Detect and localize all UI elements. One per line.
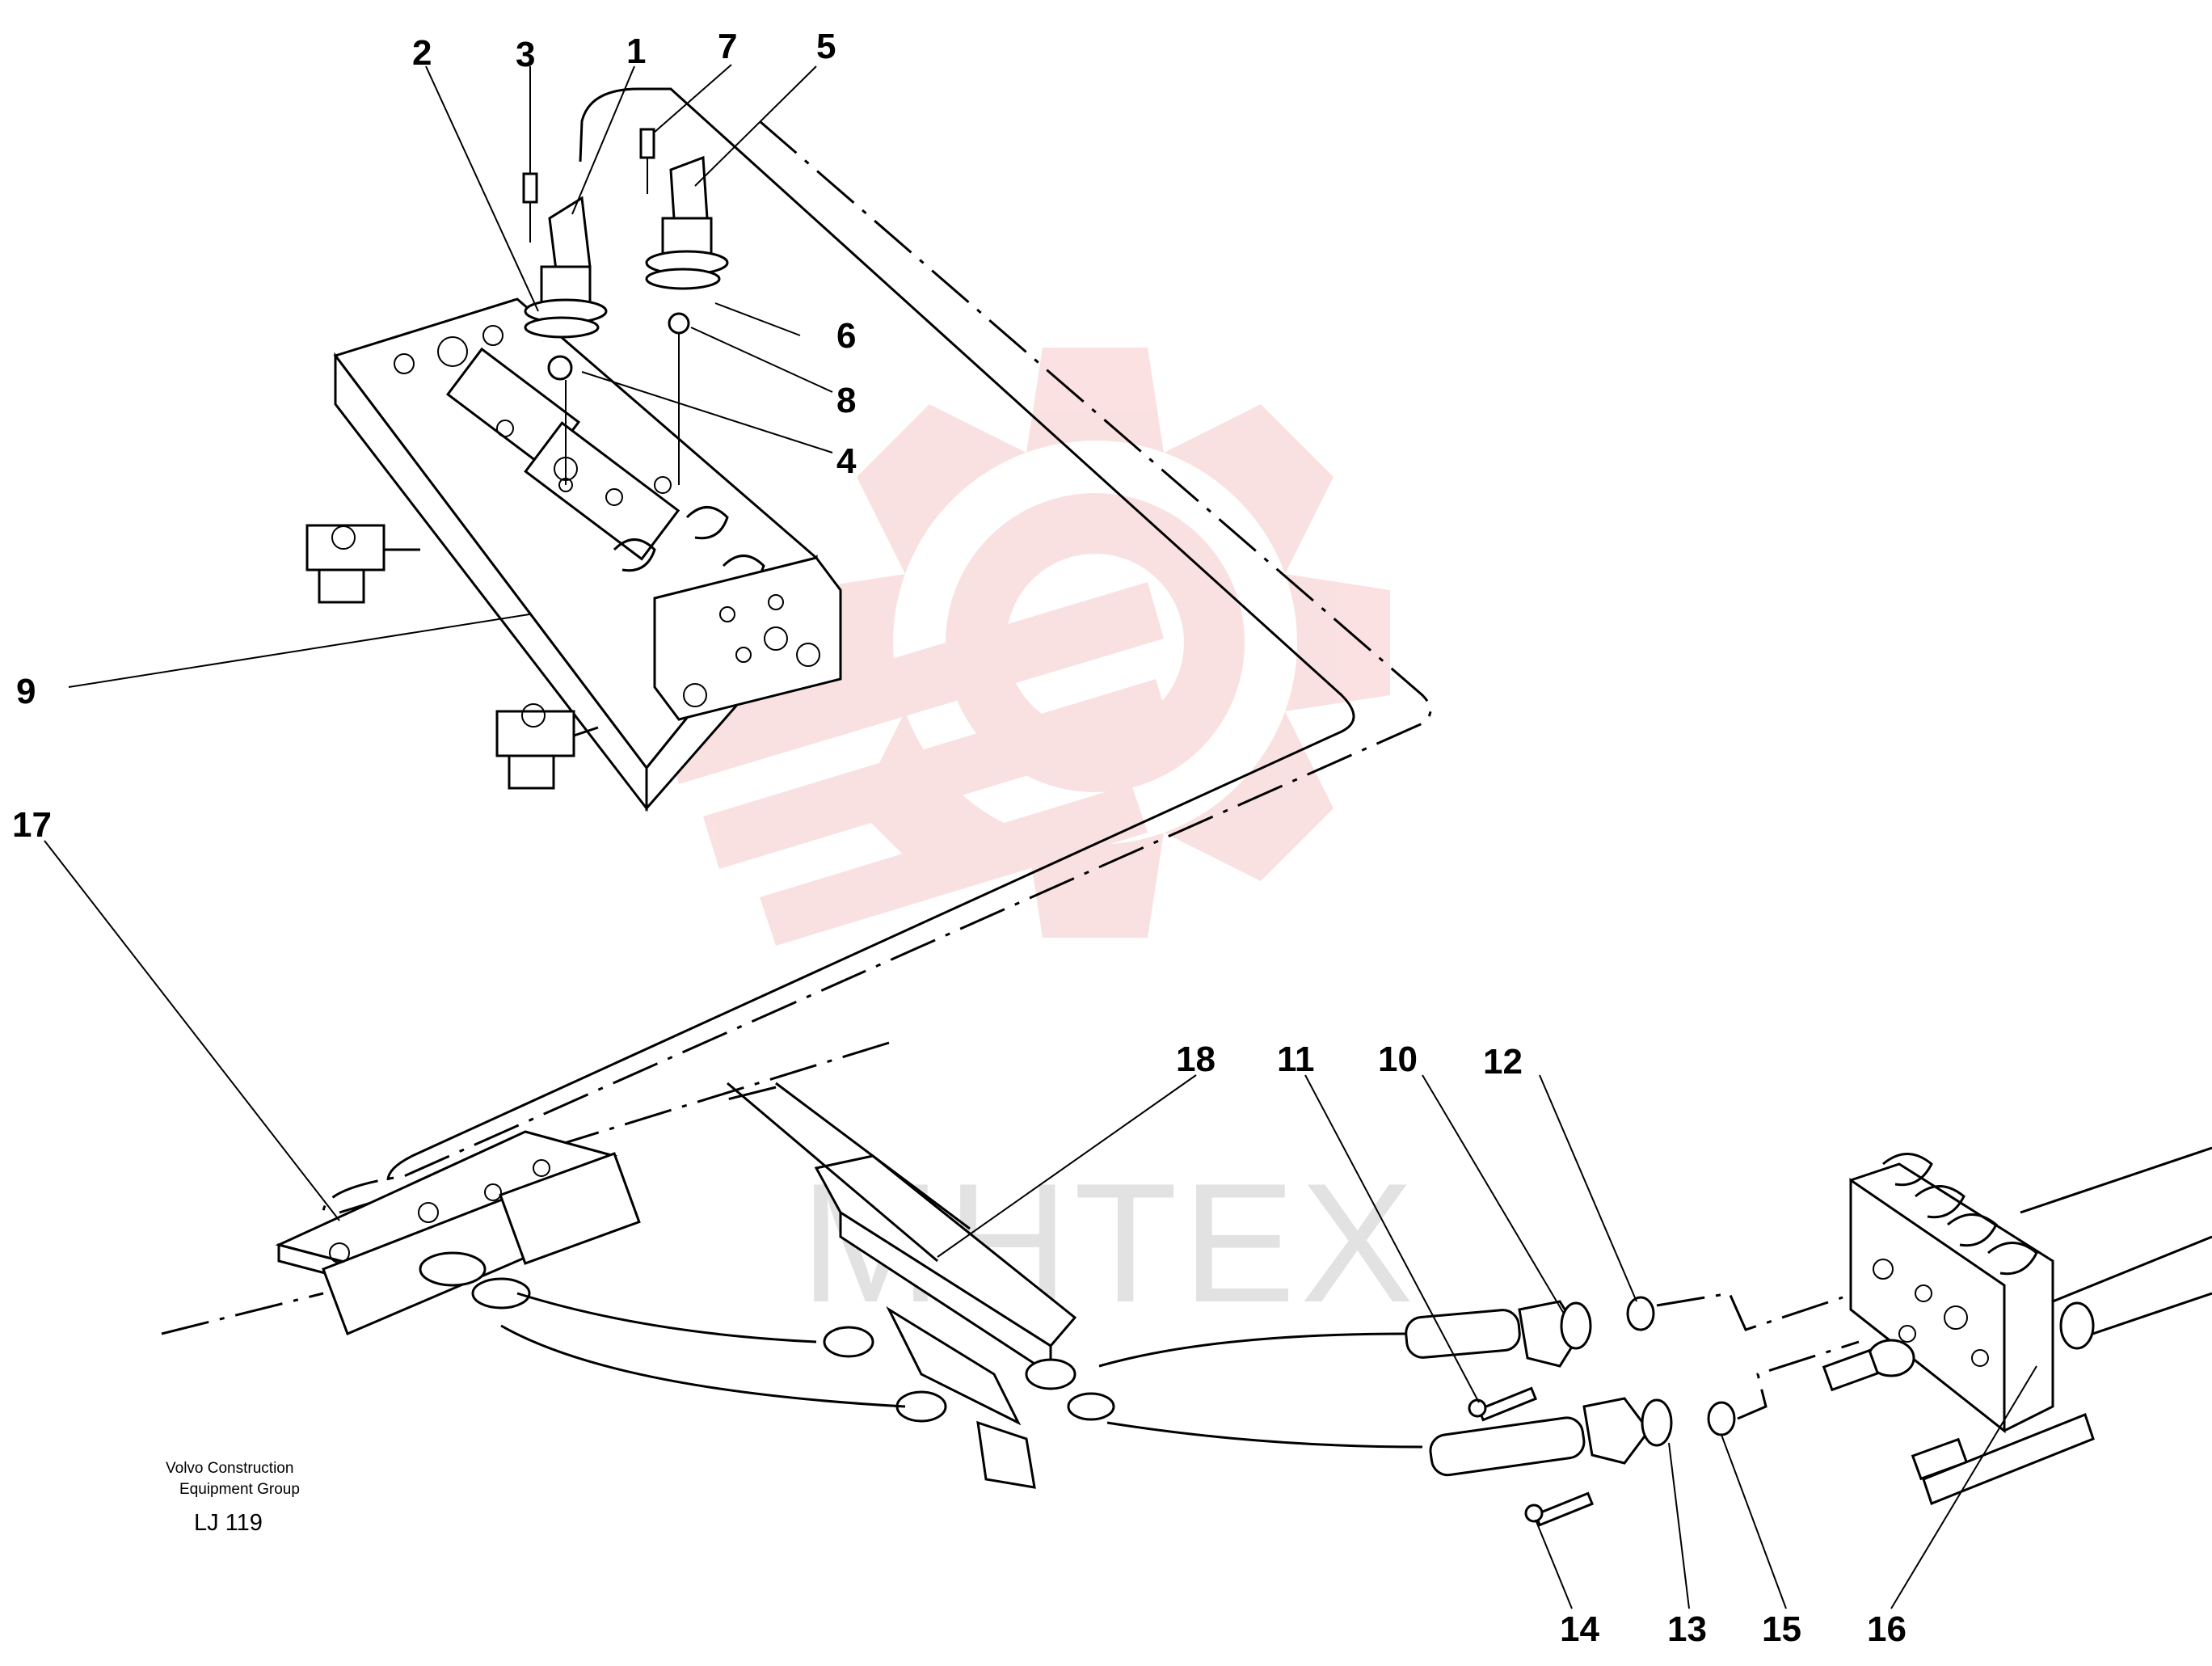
callout-10: 10 <box>1378 1040 1418 1079</box>
hose-lower <box>1106 1421 1423 1449</box>
control-valve-block <box>305 297 842 812</box>
drawing-code: LJ 119 <box>194 1510 263 1536</box>
callout-18: 18 <box>1176 1040 1216 1079</box>
callout-8: 8 <box>836 381 856 420</box>
pilot-hose-lower-dash2 <box>727 1086 777 1101</box>
o-rings <box>1626 1296 1736 1436</box>
hose-left-lower <box>500 1324 906 1408</box>
callout-7: 7 <box>718 27 737 66</box>
hose-fitting-upper <box>1405 1300 1592 1368</box>
callout-4: 4 <box>836 441 857 481</box>
hose-upper <box>1098 1332 1407 1368</box>
callout-11: 11 <box>1277 1040 1315 1079</box>
callout-2: 2 <box>412 33 432 73</box>
leader-lines <box>44 64 2037 1609</box>
callout-14: 14 <box>1560 1609 1599 1649</box>
callout-13: 13 <box>1667 1609 1707 1649</box>
connection-dash-upper <box>1656 1292 1843 1331</box>
hose-left-upper <box>516 1292 817 1343</box>
callout-15: 15 <box>1762 1609 1801 1649</box>
callout-17: 17 <box>12 805 52 845</box>
control-lever-right <box>645 155 729 335</box>
screws-upper <box>522 128 680 485</box>
pilot-hose-solid <box>386 87 1355 1181</box>
main-control-valve <box>1822 1146 2212 1505</box>
callout-12: 12 <box>1483 1042 1523 1082</box>
control-lever-left <box>524 196 608 381</box>
hose-clamp-bracket <box>275 1130 641 1335</box>
bar-left <box>161 1292 324 1335</box>
callout-1: 1 <box>626 32 646 71</box>
callout-16: 16 <box>1867 1609 1907 1649</box>
bolts-lower <box>1468 1386 1595 1527</box>
callout-5: 5 <box>816 27 836 66</box>
callout-6: 6 <box>836 316 856 356</box>
connection-dash-lower <box>1737 1340 1860 1420</box>
caption-line1: Volvo Construction <box>166 1460 293 1477</box>
watermark-gear-logo <box>663 348 1390 946</box>
callout-3: 3 <box>516 35 535 74</box>
callout-9: 9 <box>16 672 36 711</box>
hose-fitting-lower <box>1429 1397 1673 1477</box>
caption-line2: Equipment Group <box>179 1481 300 1498</box>
